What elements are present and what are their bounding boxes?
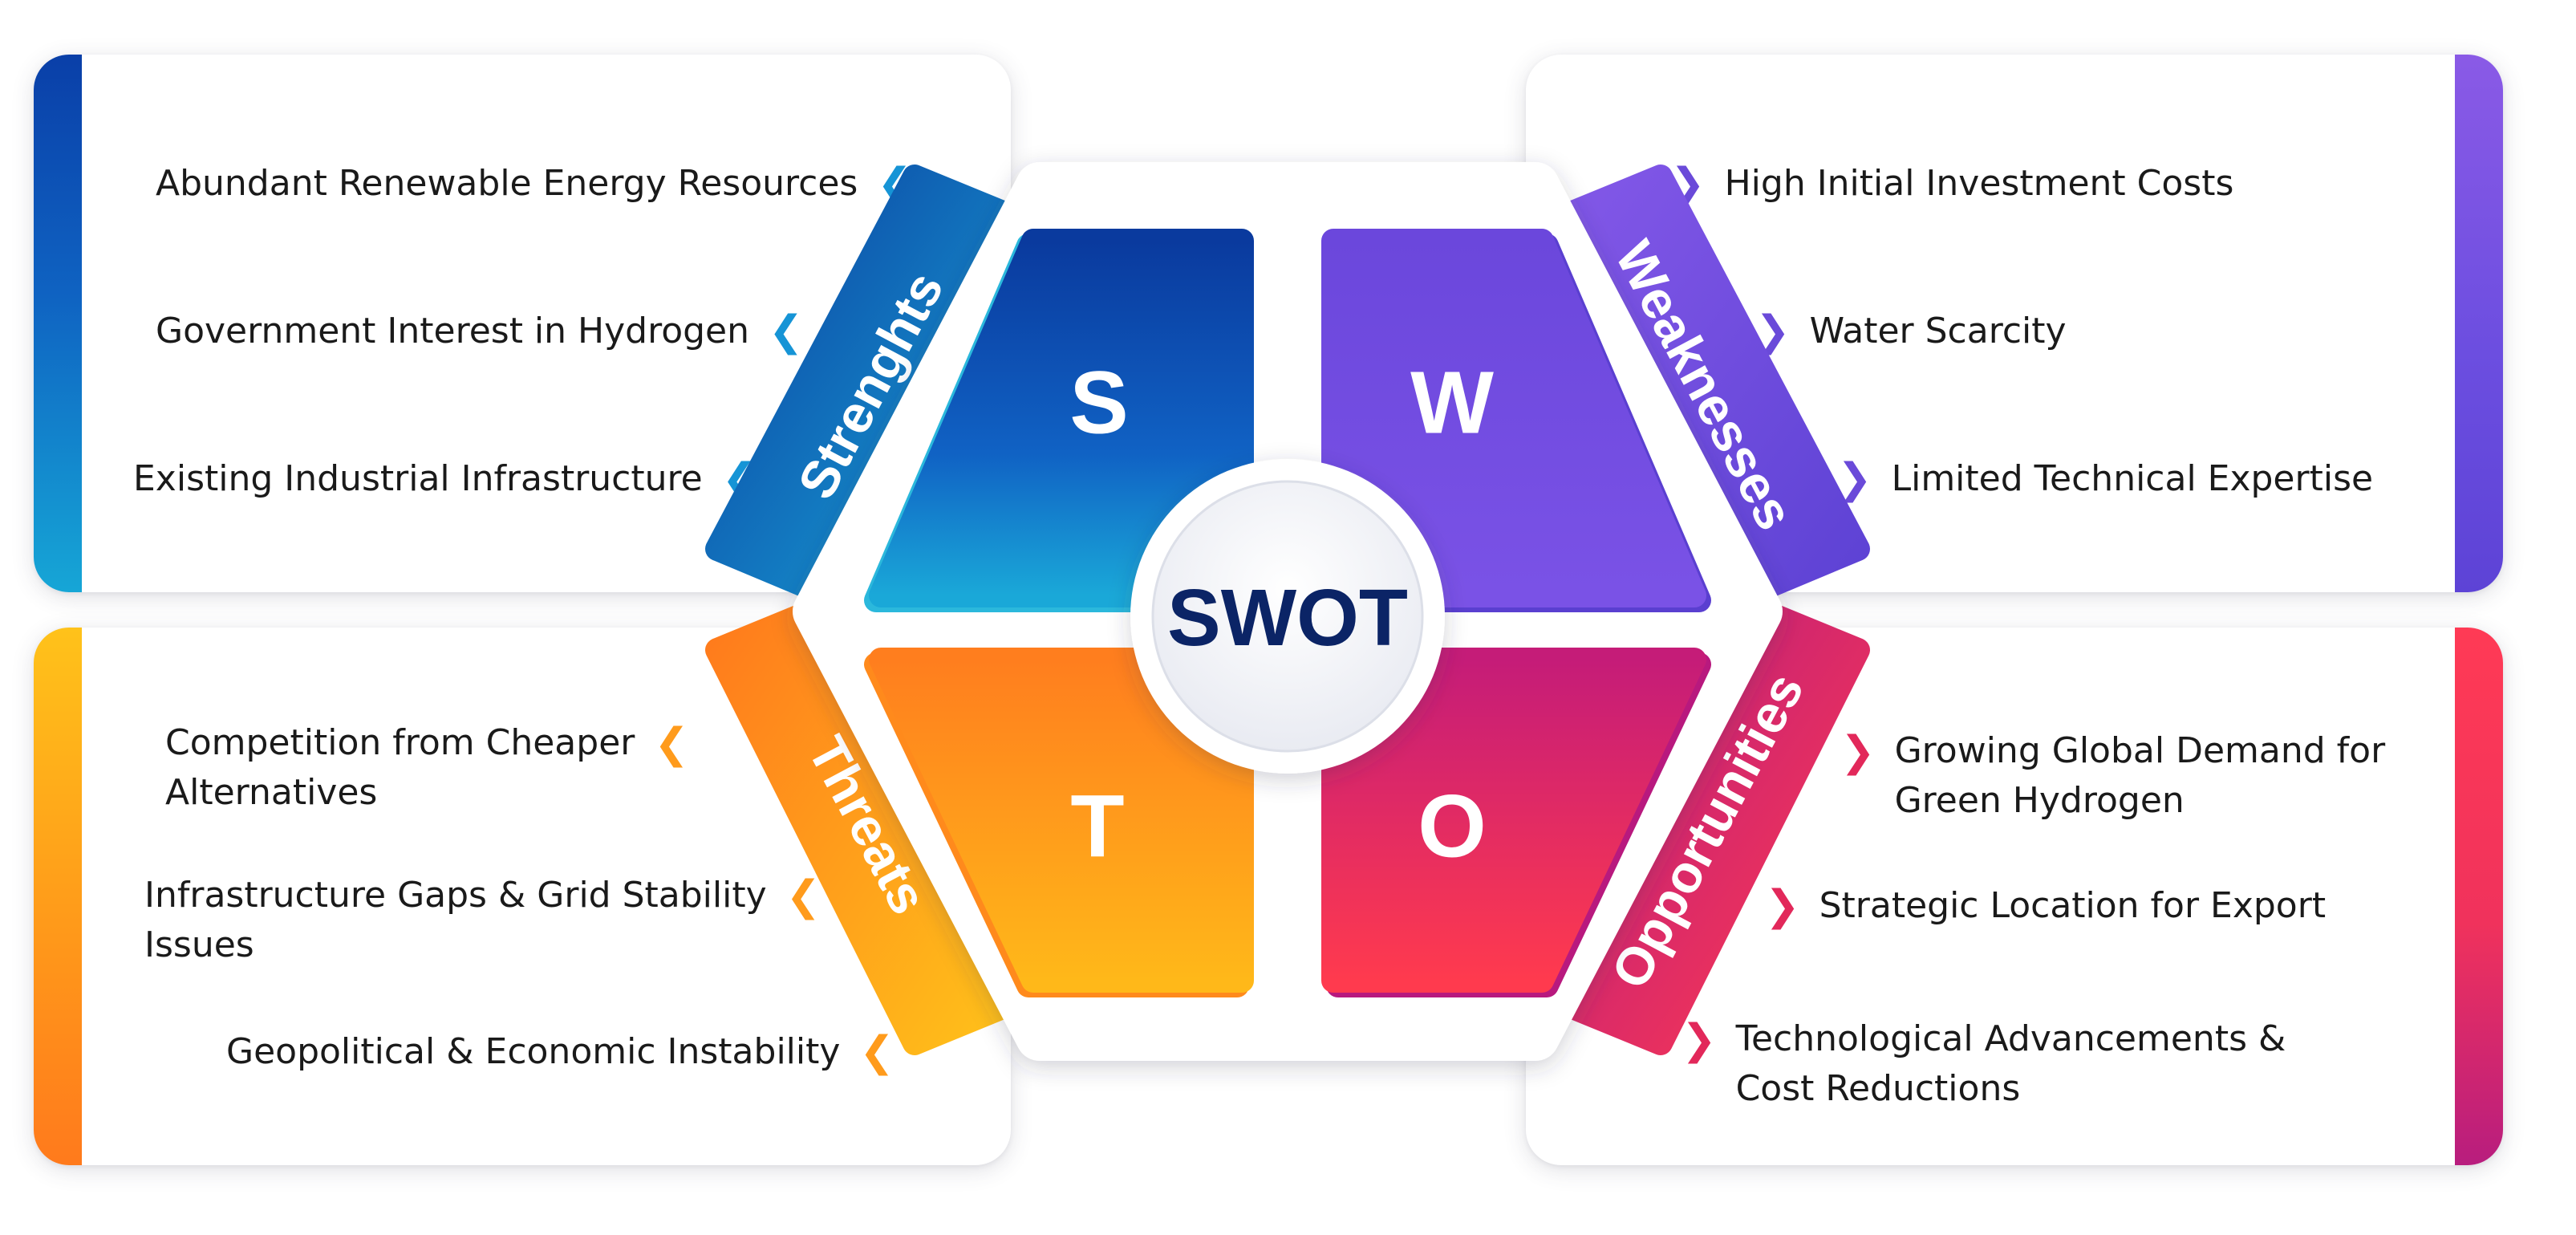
threat-item: Infrastructure Gaps & Grid Stability Iss… — [144, 871, 821, 970]
opportunity-item: ❯ Growing Global Demand for Green Hydrog… — [1840, 726, 2385, 826]
opportunity-item-text: Strategic Location for Export — [1819, 885, 2327, 926]
threat-item-text: Geopolitical & Economic Instability — [226, 1031, 841, 1072]
chevron-left-icon: ❮ — [785, 872, 821, 920]
strength-item: Government Interest in Hydrogen ❮ — [156, 307, 804, 356]
chevron-left-icon: ❮ — [654, 720, 689, 768]
threat-item-text: Competition from Cheaper Alternatives — [165, 722, 635, 813]
strengths-accent-bar — [34, 55, 82, 592]
chevron-right-icon: ❯ — [1681, 1016, 1717, 1064]
center-circle: SWOT — [1130, 459, 1445, 774]
weakness-item-text: Water Scarcity — [1809, 311, 2067, 351]
strengths-letter: S — [1069, 354, 1128, 453]
opportunities-quadrant: O — [1321, 648, 1711, 997]
threat-item: Competition from Cheaper Alternatives ❮ — [165, 718, 689, 818]
threat-item-text: Infrastructure Gaps & Grid Stability Iss… — [144, 875, 767, 965]
chevron-left-icon: ❮ — [769, 307, 804, 355]
chevron-right-icon: ❯ — [1840, 728, 1876, 776]
weakness-item: ❯ Water Scarcity — [1755, 307, 2067, 356]
opportunities-accent-bar — [2455, 628, 2503, 1165]
threats-letter: T — [1070, 778, 1124, 876]
opportunities-letter: O — [1418, 778, 1487, 876]
chevron-right-icon: ❯ — [1765, 882, 1800, 930]
weakness-item-text: Limited Technical Expertise — [1891, 458, 2374, 499]
weakness-item-text: High Initial Investment Costs — [1724, 163, 2234, 204]
weakness-item: ❯ High Initial Investment Costs — [1670, 159, 2233, 209]
opportunity-item-text: Technological Advancements & Cost Reduct… — [1735, 1018, 2286, 1109]
strength-item-text: Abundant Renewable Energy Resources — [156, 163, 858, 204]
opportunity-item: ❯ Technological Advancements & Cost Redu… — [1681, 1014, 2286, 1114]
opportunity-item-text: Growing Global Demand for Green Hydrogen — [1894, 730, 2386, 821]
chevron-right-icon: ❯ — [1837, 455, 1872, 503]
weaknesses-letter: W — [1410, 354, 1494, 453]
threat-item: Geopolitical & Economic Instability ❮ — [226, 1027, 895, 1077]
strength-item-text: Existing Industrial Infrastructure — [133, 458, 703, 499]
threats-accent-bar — [34, 628, 82, 1165]
center-label: SWOT — [1167, 573, 1408, 663]
opportunity-item: ❯ Strategic Location for Export — [1765, 881, 2326, 931]
chevron-left-icon: ❮ — [859, 1028, 895, 1076]
threats-quadrant: T — [864, 648, 1254, 997]
weaknesses-accent-bar — [2455, 55, 2503, 592]
strength-item-text: Government Interest in Hydrogen — [156, 311, 750, 351]
weakness-item: ❯ Limited Technical Expertise — [1837, 454, 2373, 504]
